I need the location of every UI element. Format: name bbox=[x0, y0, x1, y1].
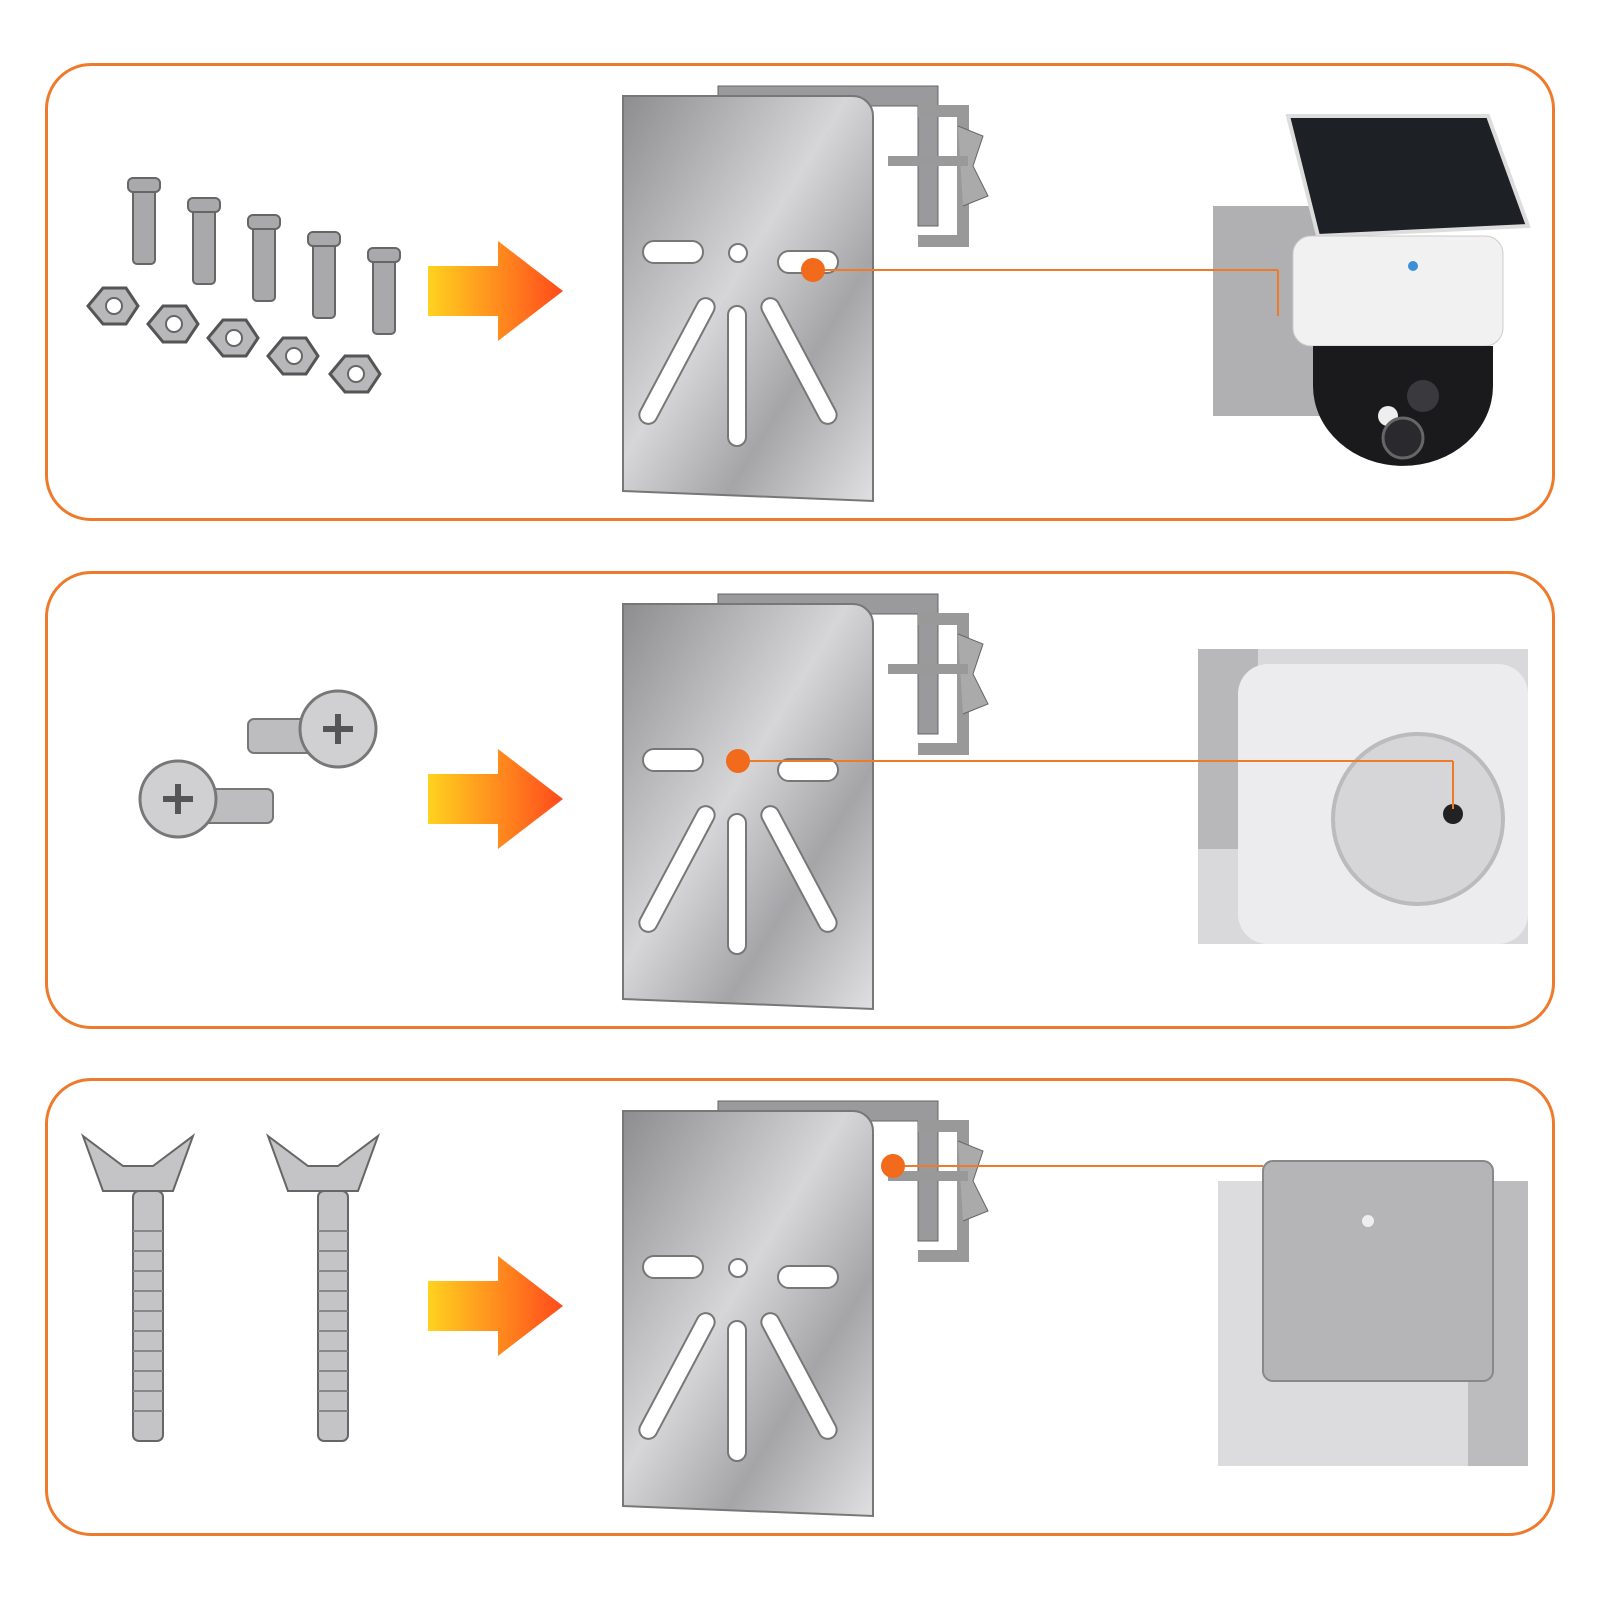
panel-screws-mount bbox=[45, 571, 1555, 1029]
arrow-icon bbox=[428, 241, 563, 341]
bracket-image bbox=[622, 1100, 989, 1518]
arrow-icon bbox=[428, 749, 563, 849]
bolts-and-hex-nuts-icon bbox=[86, 177, 401, 394]
panel-illustration bbox=[86, 85, 1531, 503]
phillips-screws-icon bbox=[138, 689, 378, 839]
bracket-image bbox=[622, 85, 989, 503]
arrow-icon bbox=[428, 1256, 563, 1356]
panel-illustration bbox=[80, 1100, 1528, 1518]
panel-bolts-camera bbox=[45, 63, 1555, 521]
panel-wing-bolts-wall bbox=[45, 1078, 1555, 1536]
marker-dot bbox=[881, 1154, 905, 1178]
wing-bolts-icon bbox=[80, 1133, 381, 1442]
marker-dot bbox=[726, 749, 750, 773]
solar-ptz-camera-image bbox=[1213, 114, 1531, 466]
panel-illustration bbox=[138, 593, 1528, 1011]
bracket-on-wall-edge-image bbox=[1218, 1160, 1528, 1466]
marker-dot bbox=[801, 258, 825, 282]
bracket-image bbox=[622, 593, 989, 1011]
camera-mount-base-image bbox=[1198, 649, 1528, 944]
